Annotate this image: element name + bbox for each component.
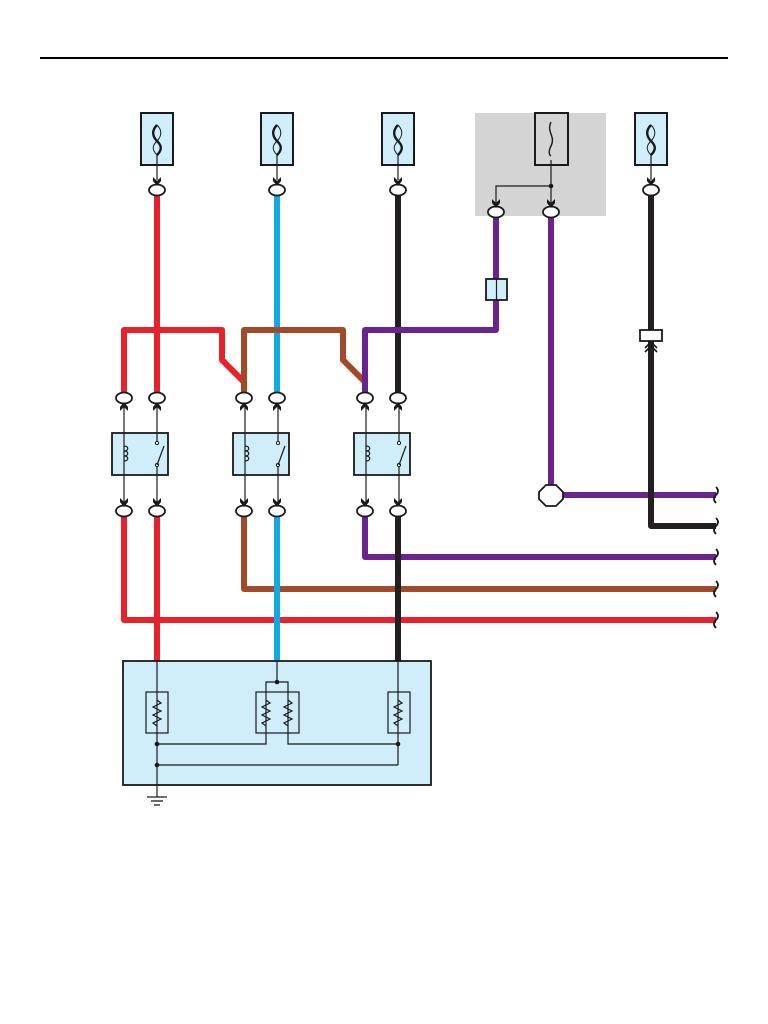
- wire-brown-coil: [241, 327, 368, 392]
- heater-unit: [122, 660, 432, 806]
- inline-connector-black: [639, 329, 663, 342]
- relay-icon: [111, 405, 169, 502]
- switch-icon: [277, 445, 286, 466]
- relay-icon: [232, 405, 290, 502]
- resistor-icon: [392, 699, 404, 727]
- relay-icon: [353, 405, 411, 502]
- connector: [268, 498, 286, 518]
- fuse-icon: [140, 112, 174, 180]
- wire-red-coil: [121, 327, 247, 392]
- resistor-icons: [151, 699, 404, 727]
- wire-break-marks: [713, 486, 719, 629]
- wire-purple-coil: [362, 217, 499, 392]
- wire-black-right: [648, 196, 716, 529]
- wire-brown-out: [241, 516, 716, 592]
- resistor-icon: [282, 699, 294, 727]
- fuse-icon: [381, 112, 415, 180]
- fusible-link: [495, 112, 569, 205]
- connector: [268, 391, 286, 411]
- switch-icon: [398, 445, 407, 466]
- fuse-icon: [260, 112, 294, 180]
- connector: [235, 391, 253, 411]
- coil-icon: [244, 445, 250, 462]
- resistor-icon: [151, 699, 163, 727]
- resistor-icon: [260, 699, 272, 727]
- wire-purple-out: [362, 516, 716, 560]
- connector: [235, 498, 253, 518]
- connector: [356, 498, 374, 518]
- wire-red-out: [121, 516, 716, 623]
- connector: [389, 391, 407, 411]
- fuse-icon: [634, 112, 668, 180]
- connector: [389, 498, 407, 518]
- ground-icon: [147, 796, 167, 806]
- coil-icon: [123, 445, 129, 462]
- coil-icon: [365, 445, 371, 462]
- connector: [356, 391, 374, 411]
- splice-point: [538, 484, 564, 507]
- switch-icon: [156, 445, 165, 466]
